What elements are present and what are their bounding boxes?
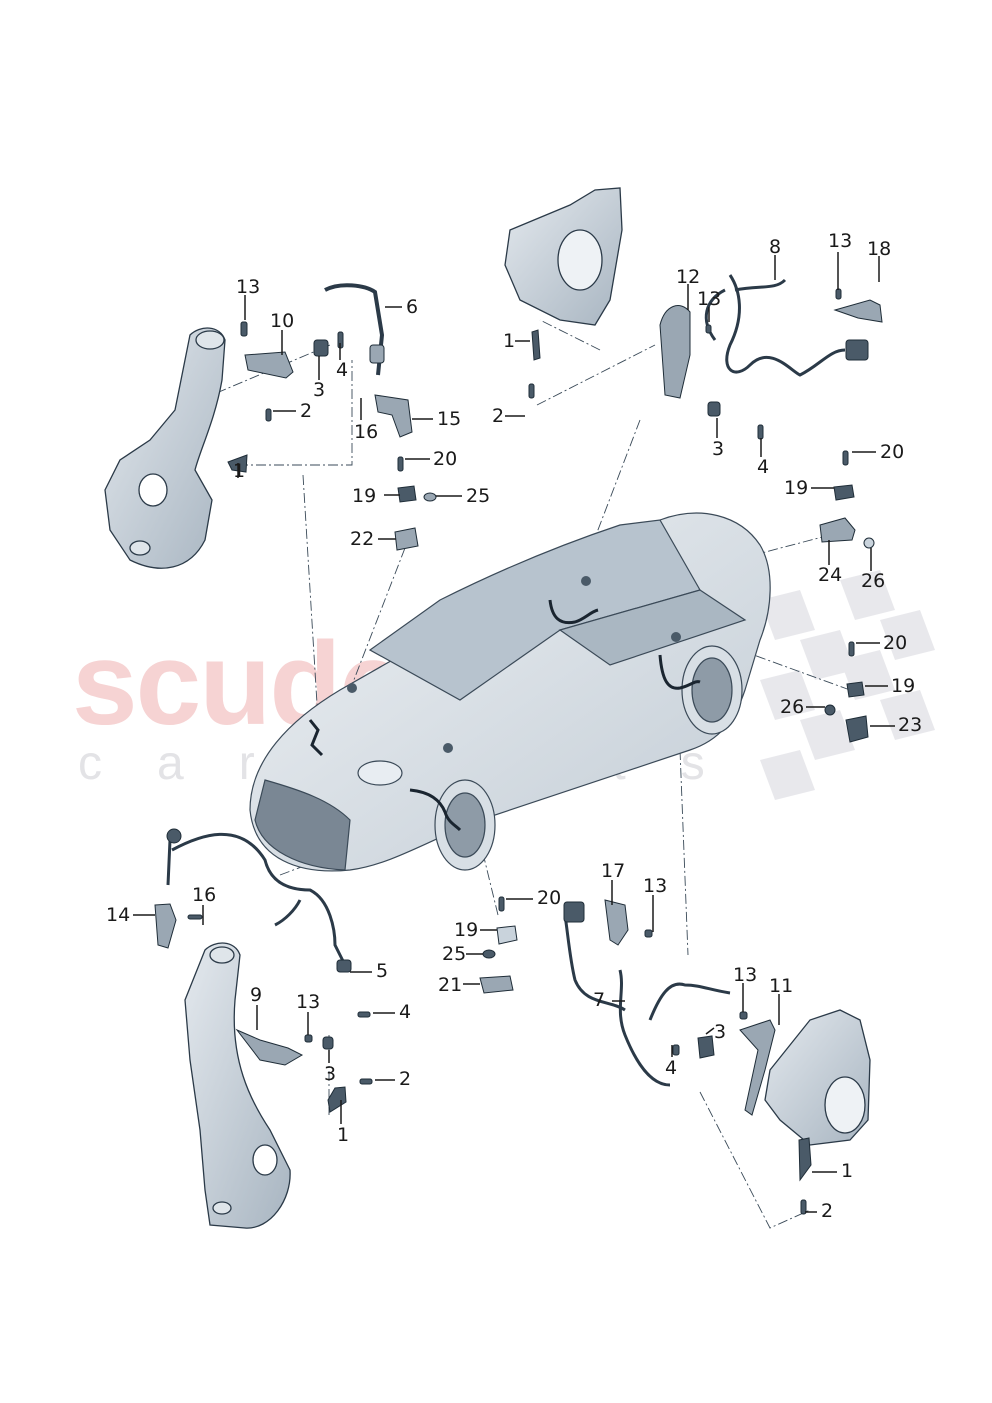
- callout-19: 19: [454, 919, 479, 941]
- callout-19: 19: [891, 675, 916, 697]
- callout-19: 19: [784, 477, 809, 499]
- callout-18: 18: [867, 238, 892, 260]
- rear-left-knuckle: [764, 1009, 871, 1146]
- car-clip-markers: [347, 576, 681, 753]
- callout-9: 9: [250, 984, 263, 1006]
- callout-17: 17: [601, 860, 626, 882]
- callout-4: 4: [757, 456, 770, 478]
- callout-2: 2: [300, 400, 313, 422]
- callout-13: 13: [643, 875, 668, 897]
- callout-13: 13: [697, 288, 722, 310]
- callout-19: 19: [352, 485, 377, 507]
- callout-2: 2: [821, 1200, 834, 1222]
- callout-13: 13: [296, 991, 321, 1013]
- rear-right-knuckle: [504, 187, 623, 326]
- checker-flag-watermark: [760, 570, 935, 800]
- callout-25: 25: [466, 485, 491, 507]
- callout-3: 3: [712, 438, 725, 460]
- callout-21: 21: [438, 974, 463, 996]
- callout-15: 15: [437, 408, 462, 430]
- callout-16: 16: [192, 884, 217, 906]
- callout-leaders: [133, 252, 895, 1213]
- callout-1: 1: [337, 1124, 350, 1146]
- callout-22: 22: [350, 528, 375, 550]
- front-left-steering-knuckle: [104, 327, 226, 569]
- callout-20: 20: [537, 887, 562, 909]
- callout-1: 1: [233, 460, 246, 482]
- callout-14: 14: [106, 904, 131, 926]
- front-right-steering-knuckle: [184, 942, 291, 1229]
- callout-24: 24: [818, 564, 843, 586]
- callout-4: 4: [665, 1057, 678, 1079]
- callout-13: 13: [733, 964, 758, 986]
- rear-clip-parts: [819, 450, 875, 549]
- car-illustration: [249, 512, 771, 872]
- callout-3: 3: [714, 1021, 727, 1043]
- callout-7: 7: [593, 989, 606, 1011]
- front-right-harness: [166, 832, 347, 966]
- front-right-small-parts: [154, 828, 373, 1113]
- callout-12: 12: [676, 266, 701, 288]
- side-clip-parts: [824, 641, 869, 743]
- rear-right-harness: [704, 274, 846, 377]
- callout-4: 4: [336, 359, 349, 381]
- center-clip-parts: [394, 456, 437, 551]
- callout-13: 13: [236, 276, 261, 298]
- callout-16: 16: [354, 421, 379, 443]
- rear-right-small-parts: [528, 288, 883, 440]
- callout-4: 4: [399, 1001, 412, 1023]
- callout-20: 20: [880, 441, 905, 463]
- callout-1: 1: [841, 1160, 854, 1182]
- callout-13: 13: [828, 230, 853, 252]
- callout-11: 11: [769, 975, 794, 997]
- callout-10: 10: [270, 310, 295, 332]
- rear-left-small-parts: [563, 899, 812, 1215]
- bottom-clip-parts: [479, 896, 518, 994]
- callout-5: 5: [376, 960, 389, 982]
- callout-26: 26: [780, 696, 805, 718]
- callout-20: 20: [883, 632, 908, 654]
- callout-3: 3: [324, 1063, 337, 1085]
- callout-20: 20: [433, 448, 458, 470]
- callout-26: 26: [861, 570, 886, 592]
- callout-2: 2: [399, 1068, 412, 1090]
- callout-25: 25: [442, 943, 467, 965]
- callout-3: 3: [313, 379, 326, 401]
- car-harness-markers: [308, 599, 701, 832]
- rear-left-harness: [563, 914, 731, 1087]
- callout-1: 1: [503, 330, 516, 352]
- callout-8: 8: [769, 236, 782, 258]
- callout-2: 2: [492, 405, 505, 427]
- callout-23: 23: [898, 714, 923, 736]
- callout-6: 6: [406, 296, 419, 318]
